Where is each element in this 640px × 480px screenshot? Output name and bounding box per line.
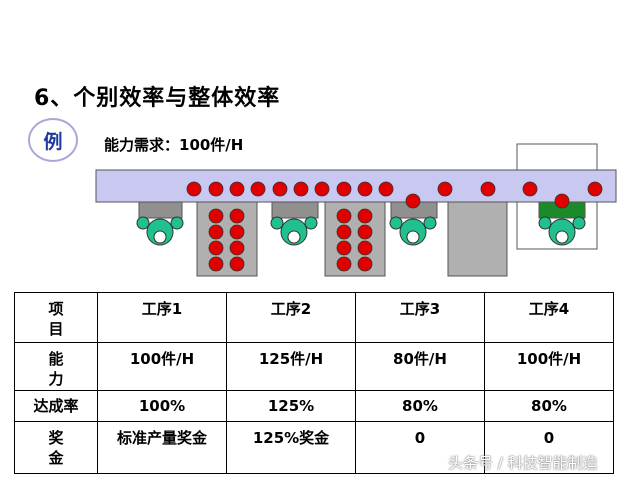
buffer-2-parts	[208, 208, 245, 272]
part	[522, 181, 538, 197]
table-cell: 100件/H	[97, 342, 227, 391]
conveyor	[95, 169, 617, 203]
table-cell: 0	[355, 421, 485, 474]
production-line-diagram	[95, 143, 617, 277]
table-cell: 能 力	[14, 342, 98, 391]
worker-4-icon	[538, 216, 586, 246]
part	[357, 256, 373, 272]
part	[272, 181, 288, 197]
part	[357, 240, 373, 256]
table-header-row: 项 目 工序1 工序2 工序3 工序4	[14, 292, 614, 343]
table-row: 奖 金 标准产量奖金 125%奖金 0 0	[14, 421, 614, 474]
part	[229, 208, 245, 224]
part	[336, 181, 352, 197]
efficiency-table: 项 目 工序1 工序2 工序3 工序4 能 力 100件/H 125件/H 80…	[14, 292, 614, 474]
part	[208, 181, 224, 197]
worker-1-icon	[136, 216, 184, 246]
part	[357, 224, 373, 240]
table-header-cell: 项 目	[14, 292, 98, 343]
part	[336, 256, 352, 272]
table-cell: 达成率	[14, 390, 98, 422]
table-row: 能 力 100件/H 125件/H 80件/H 100件/H	[14, 342, 614, 391]
part	[229, 224, 245, 240]
part	[378, 181, 394, 197]
station-1	[138, 201, 183, 219]
part	[480, 181, 496, 197]
part	[229, 181, 245, 197]
station-3-buffer	[324, 201, 386, 277]
part	[587, 181, 603, 197]
part	[229, 256, 245, 272]
part	[314, 181, 330, 197]
part	[208, 224, 224, 240]
table-cell: 125%	[226, 390, 356, 422]
table-cell: 标准产量奖金	[97, 421, 227, 474]
part	[293, 181, 309, 197]
page-title: 6、个别效率与整体效率	[34, 86, 281, 111]
station-4-buffer	[447, 201, 508, 277]
buffer-3-parts	[336, 208, 373, 272]
worker-3-icon	[389, 216, 437, 246]
demand-label: 能力需求：100件/H	[104, 136, 244, 154]
table-cell: 125件/H	[226, 342, 356, 391]
part	[336, 208, 352, 224]
example-badge: 例	[28, 118, 78, 162]
part	[405, 193, 421, 209]
part	[357, 208, 373, 224]
table-header-cell: 工序4	[484, 292, 614, 343]
watermark: 头条号 / 科技智能制造	[448, 454, 598, 472]
conveyor-parts	[186, 181, 603, 209]
part	[336, 240, 352, 256]
part	[229, 240, 245, 256]
table-cell: 0	[484, 421, 614, 474]
part	[357, 181, 373, 197]
table-cell: 奖 金	[14, 421, 98, 474]
part	[437, 181, 453, 197]
part	[208, 256, 224, 272]
table-cell: 125%奖金	[226, 421, 356, 474]
worker-2-icon	[270, 216, 318, 246]
station-2	[271, 201, 319, 219]
table-header-cell: 工序1	[97, 292, 227, 343]
part	[336, 224, 352, 240]
part	[554, 193, 570, 209]
table-cell: 100件/H	[484, 342, 614, 391]
table-cell: 80%	[484, 390, 614, 422]
table-cell: 80%	[355, 390, 485, 422]
part	[250, 181, 266, 197]
table-cell: 100%	[97, 390, 227, 422]
table-row: 达成率 100% 125% 80% 80%	[14, 390, 614, 422]
part	[208, 240, 224, 256]
part	[186, 181, 202, 197]
part	[208, 208, 224, 224]
table-header-cell: 工序2	[226, 292, 356, 343]
table-cell: 80件/H	[355, 342, 485, 391]
table-header-cell: 工序3	[355, 292, 485, 343]
station-2-buffer	[196, 201, 258, 277]
